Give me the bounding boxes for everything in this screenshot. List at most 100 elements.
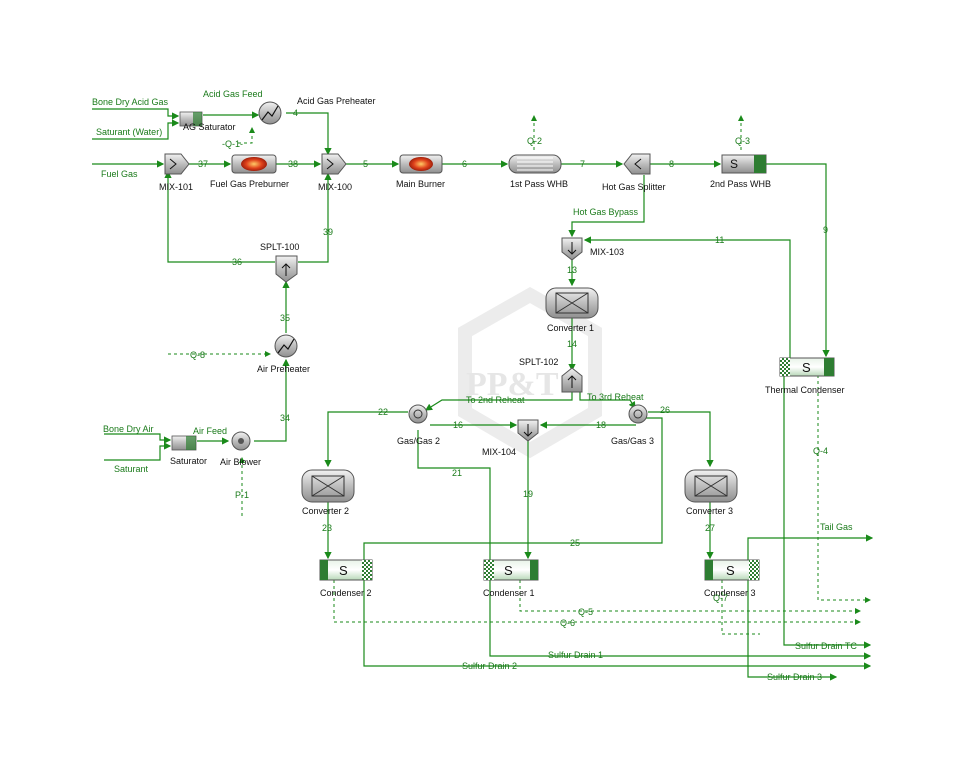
sulfur-drain-tc-label: Sulfur Drain TC [795, 641, 857, 651]
q-2-label: Q-2 [527, 136, 542, 146]
svg-text:9: 9 [823, 225, 828, 235]
converter-2-label: Converter 2 [302, 506, 349, 516]
svg-text:21: 21 [452, 468, 462, 478]
svg-text:S: S [504, 563, 513, 578]
svg-text:27: 27 [705, 523, 715, 533]
mix-100-label: MIX-100 [318, 182, 352, 192]
svg-text:14: 14 [567, 339, 577, 349]
energy-labels: -Q-1- Q-2 Q-3 Q-4 Q-5 Q-6 Q-7 Q-8 P-1 [190, 136, 828, 628]
mix-104-label: MIX-104 [482, 447, 516, 457]
q-4-label: Q-4 [813, 446, 828, 456]
q-5-label: Q-5 [578, 607, 593, 617]
mix-104-unit[interactable] [517, 419, 539, 442]
fuel-gas-preburner-label: Fuel Gas Preburner [210, 179, 289, 189]
bone-dry-air-label: Bone Dry Air [103, 424, 154, 434]
svg-text:26: 26 [660, 405, 670, 415]
air-blower-unit[interactable] [231, 431, 251, 451]
gas-gas-3-unit[interactable] [628, 404, 648, 424]
saturant-water-label: Saturant (Water) [96, 127, 162, 137]
converter-1-label: Converter 1 [547, 323, 594, 333]
svg-text:19: 19 [523, 489, 533, 499]
hot-gas-splitter-label: Hot Gas Splitter [602, 182, 666, 192]
energy-lines [168, 115, 871, 635]
main-burner-unit[interactable] [399, 154, 443, 174]
watermark: PP&T [458, 286, 602, 459]
mix-101-label: MIX-101 [159, 182, 193, 192]
svg-text:8: 8 [669, 159, 674, 169]
svg-text:5: 5 [363, 159, 368, 169]
first-pass-whb-label: 1st Pass WHB [510, 179, 568, 189]
svg-text:18: 18 [596, 420, 606, 430]
saturator-label: Saturator [170, 456, 207, 466]
air-preheater-label: Air Preheater [257, 364, 310, 374]
converter-3-label: Converter 3 [686, 506, 733, 516]
main-burner-label: Main Burner [396, 179, 445, 189]
p-1-label: P-1 [235, 490, 249, 500]
mix-103-label: MIX-103 [590, 247, 624, 257]
air-feed-label: Air Feed [193, 426, 227, 436]
svg-text:37: 37 [198, 159, 208, 169]
svg-text:4: 4 [293, 108, 298, 118]
air-preheater-unit[interactable] [274, 334, 298, 358]
first-pass-whb-unit[interactable] [508, 154, 562, 174]
to-2nd-reheat-label: To 2nd Reheat [466, 395, 525, 405]
svg-text:7: 7 [580, 159, 585, 169]
ag-saturator-label: AG Saturator [183, 122, 236, 132]
condenser-3-unit[interactable]: S [704, 559, 760, 581]
splt-102-unit[interactable] [561, 367, 583, 393]
tail-gas-label: Tail Gas [820, 522, 853, 532]
sulfur-drain-1-label: Sulfur Drain 1 [548, 650, 603, 660]
splt-100-unit[interactable] [275, 255, 298, 283]
thermal-condenser-unit[interactable]: S [779, 357, 835, 377]
acid-gas-feed-label: Acid Gas Feed [203, 89, 263, 99]
gas-gas-2-label: Gas/Gas 2 [397, 436, 440, 446]
ag-saturator-unit[interactable] [179, 111, 203, 127]
q-7-label: Q-7 [713, 593, 728, 603]
svg-text:PP&T: PP&T [466, 366, 559, 403]
mix-100-unit[interactable] [321, 153, 347, 175]
fuel-gas-label: Fuel Gas [101, 169, 138, 179]
q-6-label: Q-6 [560, 618, 575, 628]
splt-102-label: SPLT-102 [519, 357, 558, 367]
svg-text:36: 36 [232, 257, 242, 267]
svg-text:S: S [339, 563, 348, 578]
svg-text:39: 39 [323, 227, 333, 237]
svg-text:6: 6 [462, 159, 467, 169]
mix-101-unit[interactable] [164, 153, 190, 175]
converter-1-unit[interactable] [545, 287, 599, 319]
condenser-2-unit[interactable]: S [319, 559, 373, 581]
bone-dry-acid-gas-label: Bone Dry Acid Gas [92, 97, 169, 107]
converter-2-unit[interactable] [301, 469, 355, 503]
svg-text:11: 11 [715, 235, 724, 245]
svg-text:13: 13 [567, 265, 577, 275]
condenser-2-label: Condenser 2 [320, 588, 372, 598]
svg-text:S: S [802, 360, 811, 375]
svg-text:22: 22 [378, 407, 388, 417]
svg-text:S: S [726, 563, 735, 578]
hot-gas-splitter-unit[interactable] [623, 153, 651, 175]
acid-gas-preheater-unit[interactable] [258, 101, 282, 125]
mix-103-unit[interactable] [561, 237, 583, 261]
sulfur-drain-3-label: Sulfur Drain 3 [767, 672, 822, 682]
condenser-3-label: Condenser 3 [704, 588, 756, 598]
svg-text:25: 25 [570, 538, 580, 548]
q-1-label: -Q-1- [222, 139, 243, 149]
svg-text:38: 38 [288, 159, 298, 169]
svg-text:35: 35 [280, 313, 290, 323]
air-blower-label: Air Blower [220, 457, 261, 467]
svg-text:34: 34 [280, 413, 290, 423]
fuel-gas-preburner-unit[interactable] [231, 154, 277, 174]
second-pass-whb-unit[interactable]: S [721, 154, 767, 174]
svg-text:S: S [730, 157, 738, 171]
q-8-label: Q-8 [190, 350, 205, 360]
gas-gas-3-label: Gas/Gas 3 [611, 436, 654, 446]
saturator-unit[interactable] [171, 435, 197, 451]
gas-gas-2-unit[interactable] [408, 404, 428, 424]
condenser-1-label: Condenser 1 [483, 588, 535, 598]
saturant-label: Saturant [114, 464, 149, 474]
condenser-1-unit[interactable]: S [483, 559, 539, 581]
splt-100-label: SPLT-100 [260, 242, 299, 252]
converter-3-unit[interactable] [684, 469, 738, 503]
second-pass-whb-label: 2nd Pass WHB [710, 179, 771, 189]
